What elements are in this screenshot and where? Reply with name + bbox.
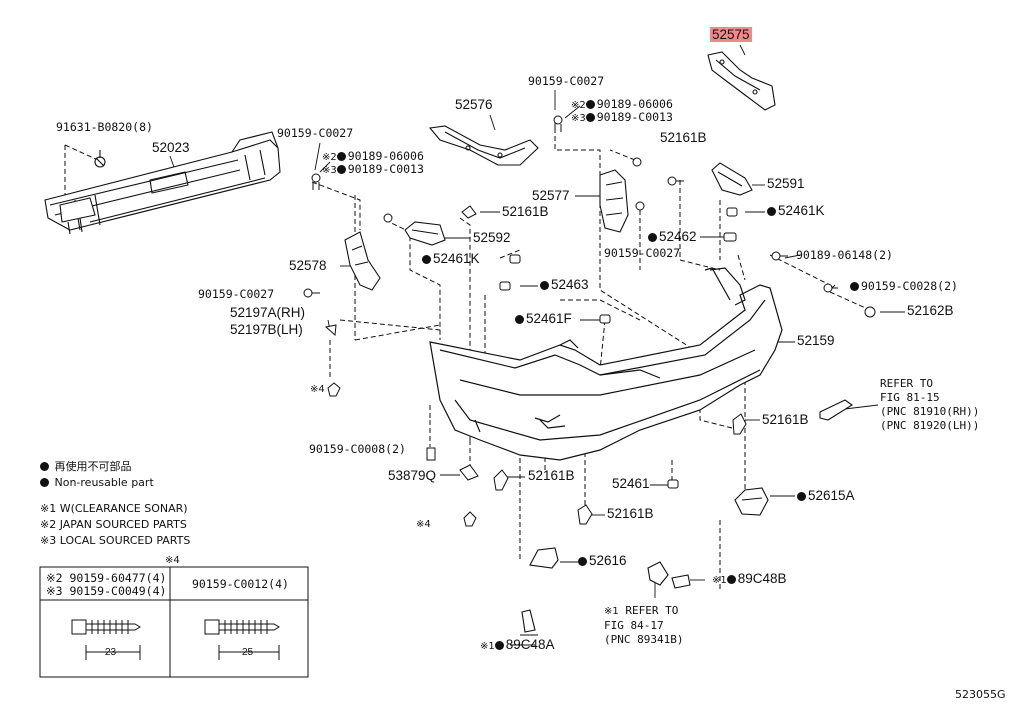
callout-52461F: 52461F [515,312,572,326]
callout-52575: 52575 [710,27,752,42]
table-col1-line1: ※2 90159-60477(4) [46,571,167,585]
legend-note-2: ※2 JAPAN SOURCED PARTS [40,518,187,531]
callout-52161B-lower: 52161B [607,506,654,521]
table-col1-line2: ※3 90159-C0049(4) [46,584,167,598]
callout-52461K-right: 52461K [767,204,825,218]
callout-52161B-center: 52161B [528,468,575,483]
callout-52159: 52159 [797,333,835,348]
bolt-length-25: 25 [242,647,254,658]
bracket-52577 [599,169,629,233]
callout-52197A: 52197A(RH) [230,305,306,320]
legend-non-reusable-en: Non-reusable part [40,476,154,490]
callout-52576: 52576 [455,97,493,112]
callout-90159-C0027-mid: 90159-C0027 [604,246,681,260]
bolt-length-23: 23 [105,647,117,658]
callout-52023: 52023 [152,140,190,155]
refer-fig-84-17: ※1 REFER TO FIG 84-17 (PNC 89341B) [604,604,684,646]
legend-note-1: ※1 W(CLEARANCE SONAR) [40,502,188,515]
callout-52592: 52592 [473,230,511,245]
sonar-bracket [647,561,691,589]
callout-52461K-left: 52461K [422,252,480,266]
callout-52578: 52578 [289,258,327,273]
retainer-52592 [404,221,446,246]
retainer-52591 [711,162,753,196]
callout-90159-C0028: 90159-C0028(2) [850,279,958,293]
callout-52463: 52463 [540,278,589,292]
rear-bumper-reinforcement [44,131,281,235]
callout-52161B-right: 52161B [762,412,809,427]
callout-53879Q: 53879Q [388,468,437,483]
callout-52161B-mid: 52161B [502,204,549,219]
mark-4-upper: ※4 [310,384,325,395]
callout-52197B: 52197B(LH) [230,322,303,337]
callout-91631-B0820: 91631-B0820(8) [56,120,153,134]
bracket-52576 [428,125,539,166]
callout-90159-C0027-left: 90159-C0027 [277,126,354,140]
callout-52162B: 52162B [907,303,954,318]
figure-id: 523055G [955,688,1006,701]
bolt-drawing-2 [204,619,280,660]
callout-52615A: 52615A [797,489,855,503]
bracket-52575 [707,51,776,111]
callout-52161B-top: 52161B [660,130,707,145]
callout-52577: 52577 [532,188,570,203]
callout-52591: 52591 [767,176,805,191]
reflector [819,399,853,421]
fasteners [303,115,876,527]
callout-52462: 52462 [648,230,697,244]
table-col2: 90159-C0012(4) [192,577,289,591]
legend-non-reusable-jp: 再使用不可部品 [40,460,132,474]
lower-retainer-52615A [734,487,769,516]
bolt-drawing-1 [71,619,141,660]
callout-90159-C0008: 90159-C0008(2) [309,442,406,456]
rear-bumper-cover [429,267,783,461]
table-mark-4: ※4 [165,555,180,566]
legend-note-3: ※3 LOCAL SOURCED PARTS [40,534,191,547]
callout-90189-06148: 90189-06148(2) [796,248,893,262]
callout-90159-C0027-low: 90159-C0027 [198,287,275,301]
callout-52616: 52616 [578,554,627,568]
lower-retainer-52616 [529,547,559,569]
refer-fig-81-15: REFER TO FIG 81-15 (PNC 81910(RH)) (PNC … [880,377,980,432]
leader-lines [169,44,905,646]
bracket-52578 [344,231,381,291]
callout-52461: 52461 [612,476,650,491]
clip-89C48A [520,609,538,636]
mark-4-lower: ※4 [416,519,431,530]
callout-90159-C0027-top: 90159-C0027 [528,74,605,88]
